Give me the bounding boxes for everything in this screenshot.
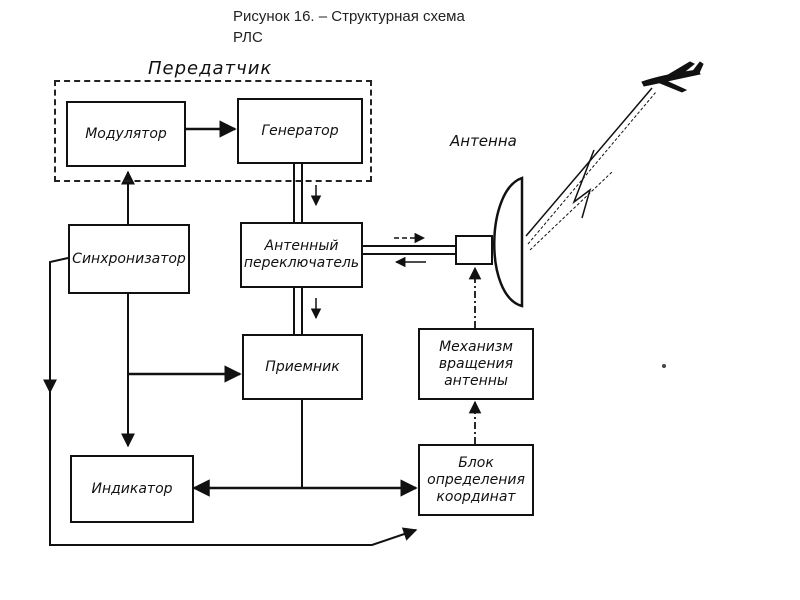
antenna-label: Антенна: [450, 132, 517, 150]
coords-label-1: Блок: [458, 454, 494, 471]
caption-line-1: Рисунок 16. – Структурная схема: [233, 8, 465, 25]
modulator-label: Модулятор: [85, 125, 167, 142]
modulator-block: Модулятор: [66, 101, 186, 167]
antenna-switch-block: Антенный переключатель: [240, 222, 363, 288]
receiver-label: Приемник: [265, 358, 340, 375]
aircraft-icon: [641, 61, 704, 93]
radar-beam-icon: [525, 87, 657, 251]
caption-line-2: РЛС: [233, 29, 263, 46]
antenna-waveguide: [363, 245, 456, 255]
coords-label-3: координат: [436, 488, 516, 505]
antenna-feed: [455, 235, 493, 265]
rotation-mechanism-block: Механизм вращения антенны: [418, 328, 534, 400]
rotation-label-1: Механизм: [439, 338, 513, 355]
synchronizer-block: Синхронизатор: [68, 224, 190, 294]
generator-waveguide: [293, 164, 303, 222]
receiver-block: Приемник: [242, 334, 363, 400]
synchronizer-label: Синхронизатор: [72, 250, 186, 267]
coords-label-2: определения: [427, 471, 525, 488]
figure-caption: Рисунок 16. – Структурная схема РЛС: [233, 6, 573, 48]
generator-label: Генератор: [261, 122, 339, 139]
antenna-dish-icon: [493, 176, 524, 308]
transmitter-group: [54, 80, 372, 182]
indicator-label: Индикатор: [91, 480, 173, 497]
receiver-waveguide: [293, 288, 303, 334]
sync-outer-loop: [49, 257, 418, 546]
generator-block: Генератор: [237, 98, 363, 164]
antenna-switch-label-1: Антенный: [264, 238, 339, 254]
rotation-label-3: антенны: [444, 372, 508, 389]
antenna-switch-label-2: переключатель: [243, 255, 360, 271]
indicator-block: Индикатор: [70, 455, 194, 523]
rotation-label-2: вращения: [438, 355, 514, 372]
transmitter-group-title: Передатчик: [148, 58, 273, 79]
scan-speck: [662, 364, 666, 368]
coordinates-block: Блок определения координат: [418, 444, 534, 516]
